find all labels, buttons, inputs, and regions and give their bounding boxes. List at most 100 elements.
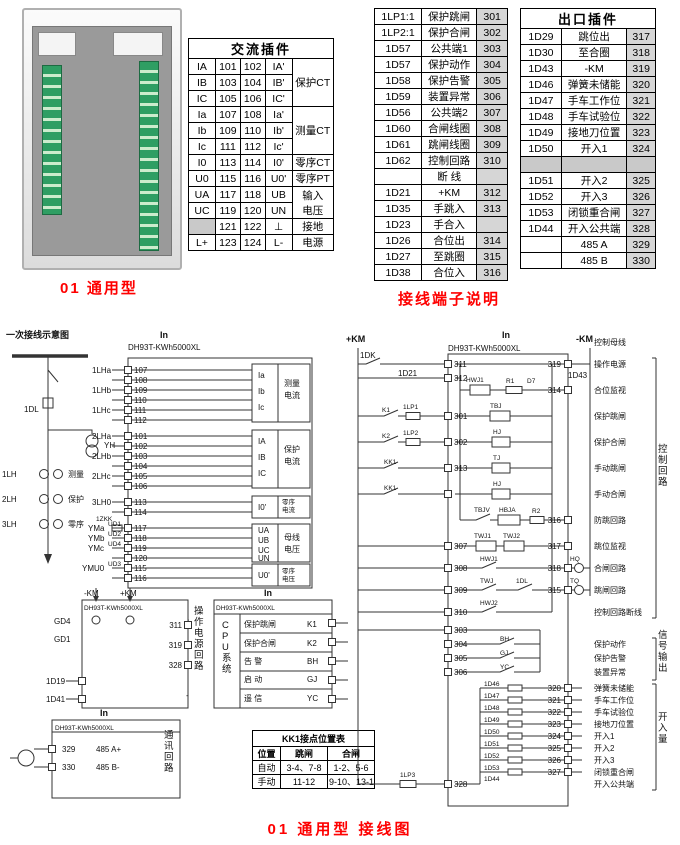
terminal-square: [564, 564, 572, 572]
diagram-label: HJ: [493, 429, 501, 436]
diagram-label: 1D21: [398, 369, 418, 378]
terminal-square: [124, 442, 132, 450]
diagram-label: 控制母线: [594, 337, 626, 347]
diagram-label: 2LHc: [92, 472, 111, 481]
ac-cell: 105: [214, 90, 241, 107]
terminal-cell: 302: [476, 24, 508, 41]
ac-cell: UA: [188, 186, 216, 203]
terminal-square: [444, 626, 452, 634]
terminal-cell: 319: [626, 60, 656, 77]
terminal-cell: 305: [476, 72, 508, 89]
diagram-label: TQ: [570, 578, 579, 585]
diagram-label: HBJA: [499, 507, 516, 514]
diagram-label: 1D47: [484, 693, 500, 700]
diagram-label: TWJ2: [503, 533, 520, 540]
ac-cell: UN: [264, 202, 293, 219]
diagram-label: -KM: [84, 589, 99, 598]
diagram-label: 311: [169, 621, 182, 630]
diagram-label: Ia: [258, 371, 265, 380]
terminal-cell: 断 线: [421, 168, 478, 185]
diagram-label: DH93T-KWh5000XL: [216, 605, 275, 612]
terminal-cell: 325: [626, 172, 656, 189]
diagram-label: U0': [258, 571, 270, 580]
diagram-label: 防跳回路: [594, 515, 626, 525]
terminal-cell: 324: [626, 140, 656, 157]
terminal-square: [444, 668, 452, 676]
terminal-square: [328, 619, 336, 627]
ac-cell: 120: [239, 202, 266, 219]
caption-wiring-title: 01 通用型 接线图: [267, 821, 413, 838]
diagram-label: 保护跳闸: [594, 411, 626, 421]
diagram-label: 电压: [284, 544, 300, 554]
diagram-label: TBJ: [490, 403, 502, 410]
diagram-label: 入: [658, 723, 668, 734]
diagram-label: 电流: [284, 390, 300, 400]
terminal-cell: 1D56: [373, 104, 423, 121]
terminal-square: [124, 416, 132, 424]
diagram-label: 作: [194, 616, 204, 628]
diagram-label: K2: [307, 639, 317, 648]
ac-cell: Ic: [188, 138, 216, 155]
relay-element: [399, 780, 417, 788]
caption-terminal-desc: 接线端子说明: [398, 291, 501, 308]
terminal-cell: 316: [476, 264, 508, 281]
diagram-label: 弹簧未储能: [594, 683, 634, 693]
ac-cell: 103: [214, 74, 241, 91]
diagram-label: 开入3: [594, 756, 615, 765]
terminal-square: [444, 360, 452, 368]
terminal-square: [124, 574, 132, 582]
diagram-label: 313: [454, 464, 468, 473]
diagram-label: HQ: [570, 556, 580, 563]
terminal-cell: 317: [626, 28, 656, 45]
terminal-square: [124, 462, 132, 470]
diagram-label: GD1: [54, 635, 71, 644]
terminal-cell: 309: [476, 136, 508, 153]
terminal-cell: 合闸线圈: [421, 120, 478, 137]
ac-cell: L-: [264, 234, 293, 251]
diagram-label: 1D48: [484, 705, 500, 712]
diagram-label: UD4: [108, 541, 121, 548]
terminal-square: [184, 621, 192, 629]
ac-group-label: 电源: [291, 234, 334, 251]
kk1-cell: 9-10、13-14: [326, 774, 376, 789]
diagram-label: 1D46: [484, 681, 500, 688]
diagram-label: IC: [258, 469, 266, 478]
terminal-cell: 开入2: [560, 172, 628, 189]
diagram-label: HJ: [493, 481, 501, 488]
ac-cell: U0': [264, 170, 293, 187]
terminal-cell: 1LP2:1: [373, 24, 423, 41]
ac-group-label: 零序PT: [291, 170, 334, 187]
diagram-label: +KM: [120, 589, 137, 598]
terminal-cell: 323: [626, 124, 656, 141]
terminal-cell: 合位出: [421, 232, 478, 249]
ac-cell: 106: [239, 90, 266, 107]
terminal-square: [328, 695, 336, 703]
diagram-label: 1D50: [484, 729, 500, 736]
terminal-square: [124, 386, 132, 394]
diagram-label: 制: [658, 454, 668, 466]
diagram-label: 2LHa: [92, 432, 112, 441]
ac-cell: 109: [214, 122, 241, 139]
diagram-label: 开入2: [594, 744, 615, 753]
terminal-square: [564, 696, 572, 704]
diagram-label: 3LH0: [92, 498, 112, 507]
ac-cell: [188, 218, 216, 235]
ac-cell: 123: [214, 234, 241, 251]
terminal-square: [124, 564, 132, 572]
diagram-label: 314: [548, 386, 562, 395]
diagram-label: 1DL: [24, 405, 39, 414]
diagram-label: 讯: [164, 741, 174, 752]
terminal-square: [124, 554, 132, 562]
diagram-label: 324: [548, 732, 562, 741]
diagram-label: P: [222, 631, 228, 642]
terminal-cell: 485 B: [560, 252, 628, 269]
terminal-square: [444, 780, 452, 788]
diagram-label: UA: [258, 526, 270, 535]
diagram-label: 304: [454, 640, 468, 649]
diagram-label: HWJ1: [480, 556, 498, 563]
terminal-cell: [560, 156, 628, 173]
terminal-cell: 跳位出: [560, 28, 628, 45]
